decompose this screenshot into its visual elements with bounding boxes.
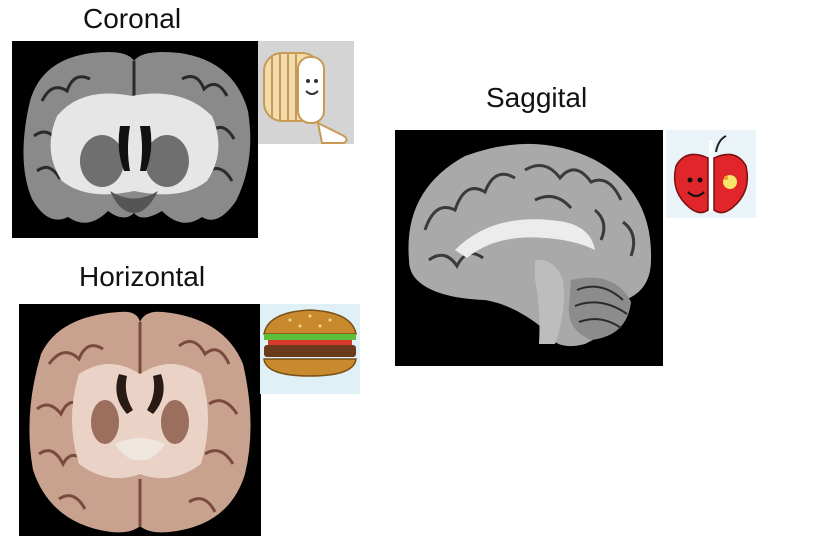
sagittal-label: Saggital bbox=[486, 82, 588, 113]
coronal-label: Coronal bbox=[83, 3, 182, 34]
coronal-brain-image bbox=[12, 41, 258, 238]
horizontal-label: Horizontal bbox=[79, 261, 206, 292]
bread-slices-icon bbox=[258, 41, 354, 144]
sagittal-brain-image bbox=[395, 130, 663, 366]
hamburger-icon bbox=[260, 304, 360, 394]
horizontal-brain-image bbox=[19, 304, 261, 536]
apple-halves-icon bbox=[666, 130, 756, 218]
